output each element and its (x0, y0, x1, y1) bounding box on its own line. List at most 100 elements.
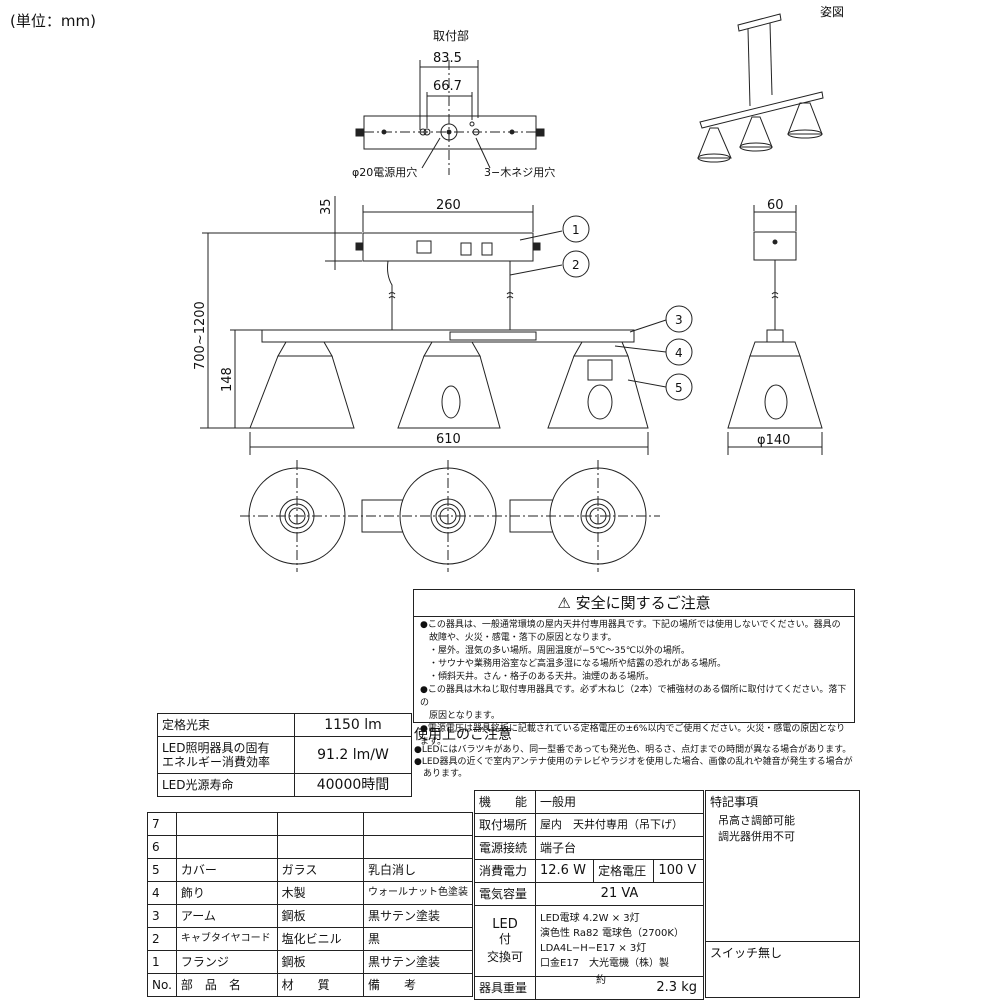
dim-148: 148 (220, 367, 235, 392)
part-note: 黒 (363, 927, 473, 951)
top-view-mounting (355, 60, 545, 175)
callout-3: 3 (675, 313, 683, 327)
performance-table: 定格光束 1150 lm LED照明器具の固有 エネルギー消費効率 91.2 l… (157, 713, 412, 797)
part-note (363, 835, 473, 859)
spec-value: 100 V (653, 859, 704, 883)
callout-2: 2 (572, 258, 580, 272)
part-no: 1 (147, 950, 177, 974)
callout-3-circle (665, 305, 693, 333)
front-view (200, 196, 667, 455)
part-no: 3 (147, 904, 177, 928)
part-material: 鋼板 (276, 950, 365, 974)
safety-body: ●この器具は、一般通常環境の屋内天井付専用器具です。下記の場所では使用しないでく… (414, 617, 854, 751)
perf-label: LED光源寿命 (157, 773, 295, 797)
table-row: 7 (147, 812, 473, 836)
header-name: 部 品 名 (175, 973, 278, 997)
table-header: No.部 品 名材 質備 考 (147, 973, 473, 997)
part-no: 7 (147, 812, 177, 836)
callout-5-circle (665, 373, 693, 401)
part-name (175, 835, 278, 859)
table-row: 電気容量 21 VA (474, 882, 704, 906)
part-material: 塩化ビニル (276, 927, 365, 951)
safety-line: ・屋外。湿気の多い場所。周囲温度が−5℃〜35℃以外の場所。 (420, 646, 690, 656)
front-shade-left (249, 341, 355, 429)
top-view-title: 取付部 (433, 28, 469, 43)
usage-line: ●LEDにはバラツキがあり、同一型番であっても発光色、明るさ、点灯までの時間が異… (414, 745, 852, 755)
screw-label: 3−木ネジ用穴 (484, 165, 555, 179)
part-material (276, 812, 365, 836)
table-row: 器具重量 約 2.3 kg (474, 975, 704, 1000)
table-row: 取付場所 屋内 天井付専用（吊下げ） (474, 813, 704, 837)
header-no: No. (147, 973, 177, 997)
dim-610: 610 (436, 432, 461, 447)
table-row: 6 (147, 835, 473, 859)
safety-line: ●電源電圧は器具銘板に記載されている定格電圧の±6%以内でご使用ください。火災・… (420, 724, 846, 747)
spec-label: 機 能 (474, 790, 536, 814)
part-name: 飾り (175, 881, 278, 905)
callout-2-circle (562, 250, 590, 278)
header-material: 材 質 (276, 973, 365, 997)
perf-label: LED照明器具の固有 エネルギー消費効率 (157, 736, 295, 774)
weight-cell: 約 2.3 kg (535, 975, 704, 1000)
notes-line: 吊高さ調節可能 (718, 814, 795, 827)
notes-title: 特記事項 (710, 795, 759, 809)
perf-label-line: LED照明器具の固有 エネルギー消費効率 (162, 741, 271, 769)
safety-notice: ⚠ 安全に関するご注意 ●この器具は、一般通常環境の屋内天井付専用器具です。下記… (413, 589, 855, 747)
spec-value: 12.6 W (534, 859, 595, 883)
safety-line: 故障や、火災・感電・落下の原因となります。 (420, 633, 617, 643)
part-no: 6 (147, 835, 177, 859)
spec-label: 器具重量 (474, 976, 536, 1000)
spec-value: 端子台 (535, 836, 704, 860)
part-name: フランジ (175, 950, 278, 974)
switch-note: スイッチ無し (706, 941, 859, 963)
table-row: 定格光束 1150 lm (157, 713, 412, 737)
unit-note: (単位：mm) (10, 12, 96, 30)
spec-label: 電源接続 (474, 836, 536, 860)
weight-approx: 約 (596, 975, 606, 986)
front-shade-right (547, 341, 649, 429)
dim-66-7: 66.7 (433, 79, 462, 94)
callout-1-circle (562, 215, 590, 243)
spec-value: 一般用 (535, 790, 704, 814)
spec-table: 機 能 一般用 取付場所 屋内 天井付専用（吊下げ） 電源接続 端子台 消費電力… (474, 790, 704, 1000)
spec-value: 21 VA (535, 882, 704, 906)
part-name (175, 812, 278, 836)
side-view (727, 205, 823, 455)
table-row: LED 付 交換可 LED電球 4.2W × 3灯 演色性 Ra82 電球色（2… (474, 905, 704, 977)
part-material: ガラス (276, 858, 365, 882)
spec-label: 取付場所 (474, 813, 536, 837)
safety-line: ●この器具は、一般通常環境の屋内天井付専用器具です。下記の場所では使用しないでく… (420, 620, 841, 630)
part-material: 鋼板 (276, 904, 365, 928)
front-shade-center (397, 341, 501, 429)
usage-line: ●LED器具の近くで室内アンテナ使用のテレビやラジオを使用した場合、画像の乱れや… (414, 757, 853, 767)
led-label-2: 付 (498, 932, 511, 946)
led-line: 口金E17 大光電機（株）製 (540, 958, 670, 969)
callout-5: 5 (675, 381, 683, 395)
dim-phi140: φ140 (757, 433, 790, 448)
led-line: LED電球 4.2W × 3灯 (540, 913, 640, 924)
part-name: カバー (175, 858, 278, 882)
perspective-sketch (697, 13, 824, 163)
spec-label: 電気容量 (474, 882, 536, 906)
warning-icon: ⚠ (557, 594, 571, 612)
part-no: 5 (147, 858, 177, 882)
perf-value: 91.2 lm/W (294, 736, 412, 774)
led-line: LDA4L−H−E17 × 3灯 (540, 943, 647, 954)
led-label-3: 交換可 (486, 950, 523, 964)
notes-line: 調光器併用不可 (718, 830, 795, 843)
dim-35: 35 (319, 198, 334, 215)
spec-value: 屋内 天井付専用（吊下げ） (535, 813, 704, 837)
callout-4-circle (665, 338, 693, 366)
part-material (276, 835, 365, 859)
callout-4: 4 (675, 346, 683, 360)
safety-title: 安全に関するご注意 (575, 594, 711, 612)
part-no: 2 (147, 927, 177, 951)
safety-line: 原因となります。 (420, 711, 500, 721)
